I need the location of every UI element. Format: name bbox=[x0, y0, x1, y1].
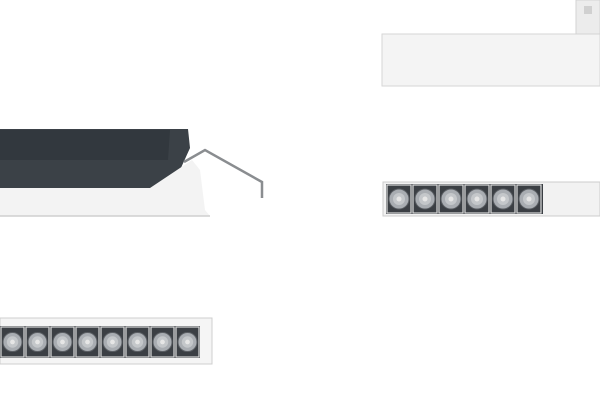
housing-body bbox=[381, 33, 600, 87]
lens-center bbox=[160, 339, 165, 345]
lens-cell bbox=[25, 326, 50, 358]
lens-center bbox=[474, 196, 480, 202]
lens-center bbox=[135, 339, 140, 345]
profile-housing-shade bbox=[0, 130, 170, 160]
lens-cell bbox=[75, 326, 100, 358]
lens-cell bbox=[464, 184, 490, 214]
lens-cell bbox=[100, 326, 125, 358]
lens-cell bbox=[412, 184, 438, 214]
lens-center bbox=[35, 339, 40, 345]
lens-cell bbox=[0, 326, 25, 358]
recessed-lens-module bbox=[0, 317, 213, 365]
lens-center bbox=[526, 196, 532, 202]
lens-center bbox=[85, 339, 90, 345]
lens-cell bbox=[150, 326, 175, 358]
lens-cell bbox=[386, 184, 412, 214]
spring-clip-icon bbox=[183, 148, 264, 198]
lens-cell bbox=[175, 326, 200, 358]
track-mounted-housing bbox=[381, 0, 600, 87]
lens-cell bbox=[490, 184, 516, 214]
lens-center bbox=[60, 339, 65, 345]
lens-cell bbox=[438, 184, 464, 214]
track-adapter-knob bbox=[584, 6, 592, 14]
track-lens-module bbox=[382, 181, 600, 217]
lens-center bbox=[422, 196, 428, 202]
lens-center bbox=[500, 196, 506, 202]
lens-cell bbox=[50, 326, 75, 358]
lens-center bbox=[396, 196, 402, 202]
lens-center bbox=[10, 339, 15, 345]
profile-trim bbox=[0, 160, 210, 216]
lens-center bbox=[110, 339, 115, 345]
lens-center bbox=[448, 196, 454, 202]
track-adapter bbox=[575, 0, 600, 35]
lens-center bbox=[185, 339, 190, 345]
lens-cell bbox=[125, 326, 150, 358]
recessed-profile-side-view bbox=[0, 129, 264, 217]
lens-cell bbox=[516, 184, 542, 214]
